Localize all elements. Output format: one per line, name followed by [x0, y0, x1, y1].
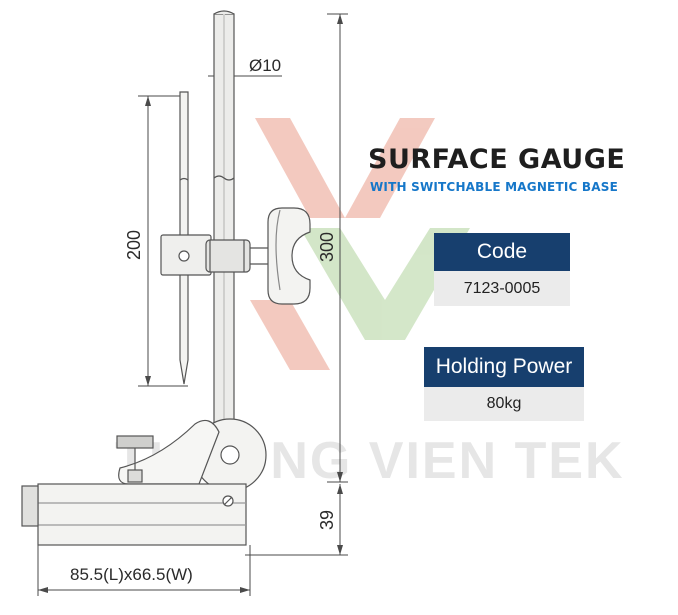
watermark-chevron-red-right [345, 118, 435, 218]
fine-adjust-arm [118, 419, 220, 485]
fine-adjust-knob [116, 435, 154, 449]
watermark-chevron-red-left [255, 118, 345, 218]
dim-39-label: 39 [317, 510, 337, 530]
gauge-body [21, 10, 311, 546]
watermark-logo [250, 118, 470, 370]
code-value: 7123-0005 [434, 271, 570, 306]
dim-200-label: 200 [124, 230, 144, 260]
code-label: Code [434, 233, 570, 271]
dim-diameter-label: Ø10 [249, 56, 281, 75]
holding-power-label: Holding Power [424, 347, 584, 387]
dim-300-label: 300 [317, 232, 337, 262]
dim-base-label: 85.5(L)x66.5(W) [70, 565, 193, 584]
product-title: SURFACE GAUGE [368, 144, 626, 175]
clamp-sleeve [205, 239, 251, 273]
magnetic-base [37, 483, 247, 546]
clamp-knob [267, 207, 311, 305]
watermark-chevron-green [300, 228, 470, 340]
watermark-chevron-red-bottom [250, 300, 330, 370]
holding-power-value: 80kg [424, 387, 584, 421]
base-switch [21, 485, 39, 527]
product-subtitle: WITH SWITCHABLE MAGNETIC BASE [370, 180, 618, 194]
